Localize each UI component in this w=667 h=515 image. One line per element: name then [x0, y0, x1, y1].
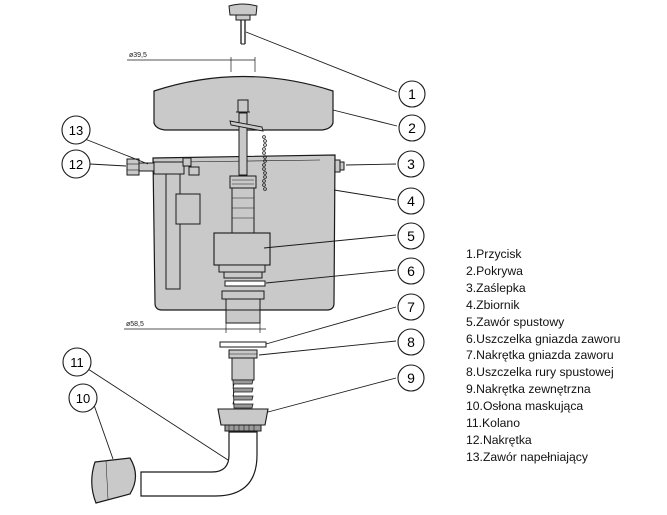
legend-item-6: 6.Uszczelka gniazda zaworu [466, 331, 621, 346]
side-plug [334, 159, 345, 173]
drain-valve [213, 99, 271, 324]
svg-text:7: 7 [407, 299, 415, 315]
legend-item-2: 2.Pokrywa [466, 263, 523, 278]
callout-5: 5 [397, 222, 425, 250]
top-dimension-label: ø39,5 [129, 52, 147, 59]
svg-text:12: 12 [69, 157, 83, 172]
svg-text:2: 2 [408, 120, 416, 136]
legend-item-10: 10.Osłona maskująca [466, 399, 584, 414]
svg-text:8: 8 [407, 334, 415, 350]
legend-item-12: 12.Nakrętka [466, 432, 532, 447]
drain-pipe [231, 357, 255, 409]
callout-13: 13 [61, 115, 91, 145]
top-dimension: ø39,5 [127, 52, 256, 72]
callout-10: 10 [68, 383, 98, 413]
parts-legend: 1.Przycisk 2.Pokrywa 3.Zaślepka 4.Zbiorn… [466, 246, 661, 466]
svg-text:6: 6 [407, 263, 415, 279]
svg-text:3: 3 [407, 156, 415, 172]
legend-item-11: 11.Kolano [466, 416, 520, 431]
callout-11: 11 [62, 347, 92, 377]
svg-text:5: 5 [407, 228, 415, 244]
svg-text:13: 13 [69, 123, 83, 138]
svg-text:10: 10 [76, 391, 90, 406]
elbow-pipe [140, 431, 258, 497]
svg-text:11: 11 [70, 355, 84, 370]
callout-6: 6 [397, 257, 425, 285]
legend-item-9: 9.Nakrętka zewnętrzna [466, 382, 591, 397]
fill-valve [153, 157, 201, 290]
cover-sleeve [91, 457, 137, 504]
legend-item-4: 4.Zbiornik [466, 297, 520, 312]
push-button [228, 3, 258, 45]
outer-nut [217, 408, 269, 432]
legend-item-8: 8.Uszczelka rury spustowej [466, 365, 614, 380]
svg-text:4: 4 [407, 193, 415, 209]
valve-seat-nut [219, 341, 267, 348]
callout-3: 3 [397, 150, 425, 178]
chain [262, 135, 267, 191]
legend-item-3: 3.Zaślepka [466, 280, 526, 295]
callout-9: 9 [397, 364, 425, 392]
legend-item-5: 5.Zawór spustowy [466, 314, 565, 329]
bottom-dimension-label: ø58,5 [126, 321, 144, 328]
legend-item-13: 13.Zawór napełniający [466, 449, 588, 464]
callouts: 1 2 3 4 5 6 7 8 9 10 11 12 13 [61, 80, 426, 413]
callout-1: 1 [398, 80, 426, 108]
callout-8: 8 [397, 328, 425, 356]
drain-pipe-gasket [228, 349, 258, 359]
callout-7: 7 [397, 293, 425, 321]
svg-text:1: 1 [408, 86, 416, 102]
bottom-dimension: ø58,5 [124, 321, 266, 333]
legend-item-7: 7.Nakrętka gniazda zaworu [466, 348, 614, 363]
callout-4: 4 [397, 187, 425, 215]
leader-lines [84, 31, 398, 461]
legend-item-1: 1.Przycisk [466, 247, 522, 261]
callout-12: 12 [61, 149, 91, 179]
callout-2: 2 [398, 114, 426, 142]
valve-seat-gasket [224, 280, 266, 287]
svg-text:9: 9 [407, 370, 415, 386]
